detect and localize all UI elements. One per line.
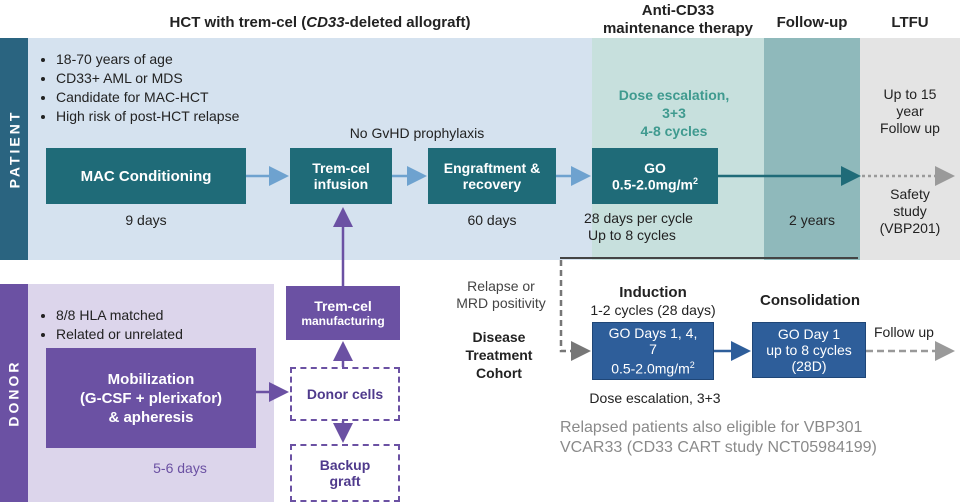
list-item: 18-70 years of age xyxy=(56,50,316,69)
donor-duration: 5-6 days xyxy=(153,460,207,476)
mac-duration: 9 days xyxy=(125,212,167,228)
ltfu-header: LTFU xyxy=(891,14,929,31)
list-item: Related or unrelated xyxy=(56,325,276,344)
mac-conditioning-box: MAC Conditioning xyxy=(46,148,246,204)
mobilization-box: Mobilization(G-CSF + plerixafor)& aphere… xyxy=(46,348,256,448)
consolidation-title: Consolidation xyxy=(760,292,860,309)
induction-box: GO Days 1, 4, 7 0.5-2.0mg/m2 xyxy=(592,322,714,380)
no-gvhd-label: No GvHD prophylaxis xyxy=(349,125,485,141)
dose-escalation-label: Dose escalation, 3+3 4-8 cycles xyxy=(618,87,730,139)
engraftment-duration: 60 days xyxy=(467,212,517,228)
induction-cycles: 1-2 cycles (28 days) xyxy=(590,302,716,318)
followup-band xyxy=(764,38,860,260)
consolidation-box: GO Day 1 up to 8 cycles (28D) xyxy=(752,322,866,378)
list-item: Candidate for MAC-HCT xyxy=(56,88,316,107)
ltfu-band xyxy=(860,38,960,260)
induction-note: Dose escalation, 3+3 xyxy=(589,390,721,406)
go-box: GO 0.5-2.0mg/m2 xyxy=(592,148,718,204)
patient-criteria-list: 18-70 years of age CD33+ AML or MDS Cand… xyxy=(42,50,316,126)
followup-header: Follow-up xyxy=(776,14,848,31)
footnote: Relapsed patients also eligible for VBP3… xyxy=(560,419,877,456)
hct-header: HCT with trem-cel (CD33-deleted allograf… xyxy=(169,14,471,31)
donor-side-bar xyxy=(0,284,28,502)
induction-title: Induction xyxy=(619,284,687,301)
donor-criteria-list: 8/8 HLA matched Related or unrelated xyxy=(42,306,276,344)
donor-cells-box: Donor cells xyxy=(290,367,400,421)
patient-side-bar xyxy=(0,38,28,260)
cohort-followup-label: Follow up xyxy=(874,324,934,340)
engraftment-box: Engraftment &recovery xyxy=(428,148,556,204)
list-item: CD33+ AML or MDS xyxy=(56,69,316,88)
arrow-relapse-to-induction xyxy=(559,260,591,361)
list-item: High risk of post-HCT relapse xyxy=(56,107,316,126)
list-item: 8/8 HLA matched xyxy=(56,306,276,325)
followup-duration: 2 years xyxy=(789,212,835,228)
